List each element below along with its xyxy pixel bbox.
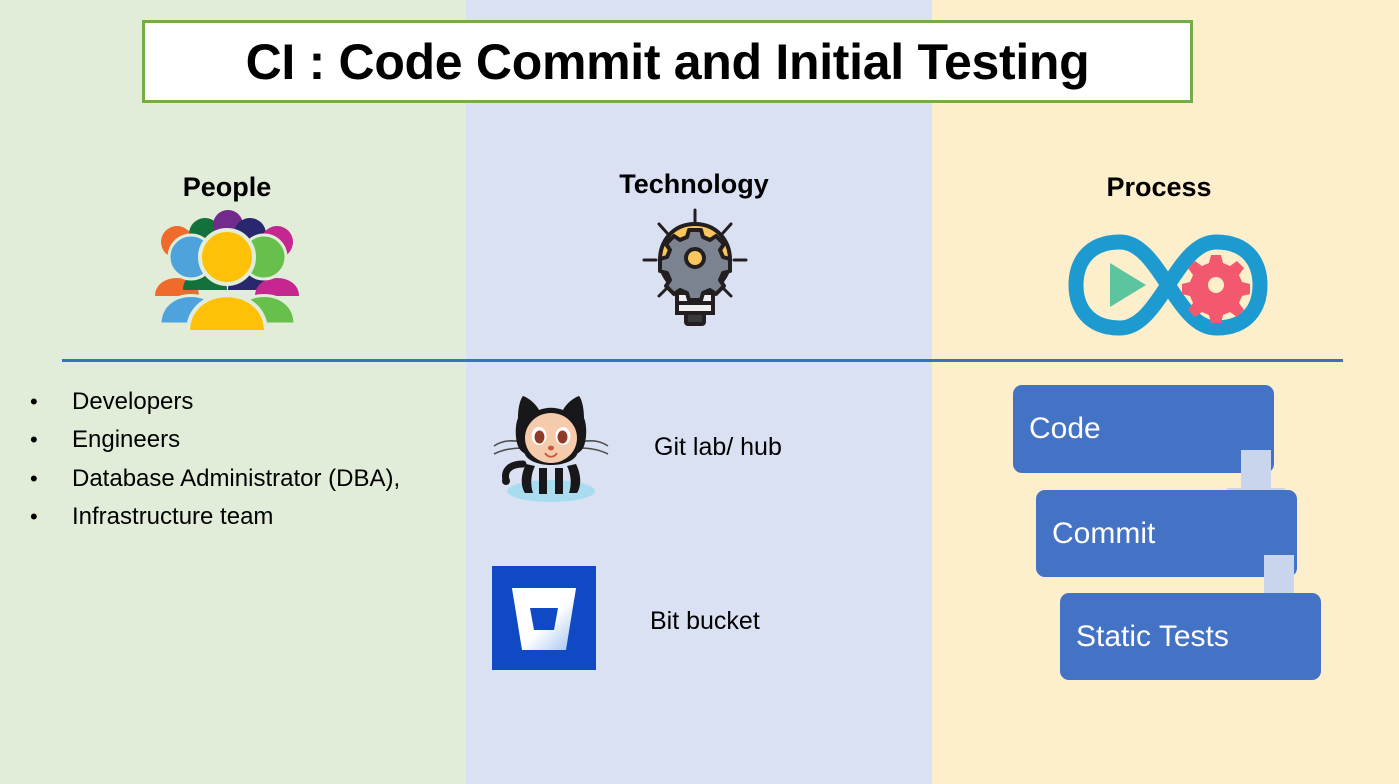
list-item-label: Developers: [72, 388, 194, 415]
column-heading-technology: Technology: [619, 169, 769, 199]
bullet-marker: •: [30, 389, 38, 414]
github-octocat-icon: [492, 392, 609, 502]
list-item-label: Engineers: [72, 426, 181, 454]
tool-row-bitbucket: Bit bucket: [492, 566, 760, 676]
tool-label-github: Git lab/ hub: [654, 432, 782, 461]
lightbulb-gear-icon: [640, 208, 750, 338]
bitbucket-icon: [492, 566, 602, 676]
tool-row-github: Git lab/ hub: [492, 392, 782, 502]
devops-infinity-icon: [1068, 230, 1268, 340]
list-item: • Database Administrator (DBA),: [16, 465, 466, 493]
column-heading-people: People: [182, 172, 272, 202]
list-item-label: Infrastructure team: [72, 502, 274, 530]
section-divider: [62, 359, 1343, 362]
list-item-label: Database Administrator (DBA),: [72, 464, 401, 492]
title-box: CI : Code Commit and Initial Testing: [142, 20, 1193, 103]
tool-label-bitbucket: Bit bucket: [650, 606, 760, 635]
flow-step-commit: Commit: [1036, 490, 1297, 577]
flow-step-static-tests: Static Tests: [1060, 593, 1321, 680]
slide-title: CI : Code Commit and Initial Testing: [245, 33, 1090, 90]
people-bullet-list: • Developers • Engineers • Database Admi…: [16, 388, 466, 541]
flow-step-code: Code: [1013, 385, 1274, 473]
panel-people: [0, 0, 466, 784]
flow-step-label: Commit: [1052, 516, 1156, 550]
bullet-marker: •: [30, 427, 38, 453]
list-item: • Developers: [16, 388, 466, 416]
flow-step-label: Static Tests: [1076, 619, 1229, 653]
flow-step-label: Code: [1029, 412, 1101, 445]
bullet-marker: •: [30, 503, 38, 529]
list-item: • Infrastructure team: [16, 503, 466, 531]
list-item: • Engineers: [16, 426, 466, 454]
column-heading-process: Process: [1106, 172, 1212, 202]
people-group-icon: [150, 210, 305, 334]
bullet-marker: •: [30, 465, 38, 491]
